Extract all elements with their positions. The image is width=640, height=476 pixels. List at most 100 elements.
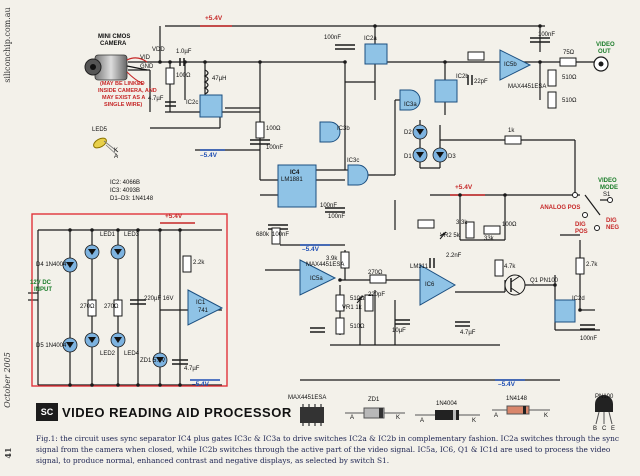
camera-label-1: MINI CMOS <box>98 34 131 40</box>
value-label: 100nF <box>580 336 598 342</box>
ic-designator: IC5b <box>504 62 517 68</box>
led5-label: LED5 <box>92 127 108 133</box>
ic-designator: IC3a <box>404 102 417 108</box>
pinout-label-zd1: ZD1 <box>368 397 380 403</box>
rail-label-minus-ic4: –5.4V <box>302 246 319 253</box>
ic-type-lm1881: LM1881 <box>281 177 303 183</box>
pinout-label-max4451: MAX4451ESA <box>288 395 327 401</box>
value-label: 270Ω <box>368 270 383 276</box>
resistors <box>87 51 585 335</box>
led-label: LED4 <box>124 351 140 357</box>
value-label: 100nF <box>324 35 342 41</box>
ic-designator: IC6 <box>425 282 435 288</box>
value-label: 3.9k <box>326 256 338 262</box>
led-label: LED3 <box>124 232 140 238</box>
camera-note-3: MAY EXIST AS A <box>102 95 146 101</box>
ic-designator: IC3b <box>337 126 350 132</box>
zd1-pin-a: A <box>350 415 355 421</box>
value-label: VR2 5k <box>440 233 460 239</box>
value-label: 100Ω <box>176 73 191 79</box>
diode-label: D3 <box>448 154 456 160</box>
value-label: 3.3k <box>456 220 468 226</box>
inductor <box>203 69 209 95</box>
value-label: 220µF 16V <box>144 296 174 302</box>
ic-designator: IC2a <box>364 36 377 42</box>
value-label: 510Ω <box>562 98 577 104</box>
value-label: 47µH <box>212 76 227 82</box>
capacitors <box>130 37 595 365</box>
transistor-label: Q1 PN100 <box>530 278 559 284</box>
camera-label-2: CAMERA <box>100 41 127 47</box>
opamps <box>187 49 532 326</box>
ic-note-1: IC2: 4066B <box>110 180 141 186</box>
value-label: 100Ω <box>502 222 517 228</box>
gates <box>319 89 421 186</box>
camera-illustration <box>84 54 148 85</box>
camera-note-1: (MAY BE LINKED <box>100 81 145 87</box>
vdd-label: VDD <box>152 47 165 53</box>
led-label: LED1 <box>100 232 116 238</box>
gnd-label: GND <box>140 64 154 70</box>
power-input-label-1: 12V DC <box>30 280 52 286</box>
junctions <box>68 24 582 387</box>
value-label: 33k <box>484 236 494 242</box>
value-label: 2.2nF <box>446 253 462 259</box>
analog-pos-label: ANALOG POS <box>540 205 581 211</box>
sc-logo: SC <box>36 403 58 421</box>
value-label: 270Ω <box>80 304 95 310</box>
figure-caption: Fig.1: the circuit uses sync separator I… <box>36 434 620 465</box>
vid-label: VID <box>140 55 151 61</box>
pots <box>356 231 447 304</box>
dig-pos-label-2: POS <box>575 229 588 235</box>
rail-label-minus-output: –5.4V <box>498 381 515 388</box>
pinout-label-1n4004: 1N4004 <box>436 401 458 407</box>
value-label: 2.2k <box>193 260 205 266</box>
ic-designator: IC2c <box>186 100 199 106</box>
pinout-label-pn100: PN100 <box>595 394 614 400</box>
diode-symbols <box>62 124 448 368</box>
diode-label: D1 <box>404 154 412 160</box>
value-label: 4.7µF <box>184 366 200 372</box>
rail-label-plus-psu: +5.4V <box>165 213 183 220</box>
pn100-pin-c: C <box>602 426 607 432</box>
led5-pin-a: A <box>114 154 119 160</box>
value-label: 10µF <box>392 328 406 334</box>
diode-label: D5 1N4004 <box>36 343 67 349</box>
pn100-pin-b: B <box>593 426 598 432</box>
ic-designator: IC3c <box>347 158 360 164</box>
video-out-connector <box>593 56 609 72</box>
value-label: 100nF <box>328 214 346 220</box>
ic-note-2: IC3: 4093B <box>110 188 141 194</box>
led5-pin-k: K <box>114 148 119 154</box>
power-input-label-2: INPUT <box>34 287 52 293</box>
ic-type-ic6: LM311 <box>410 264 428 270</box>
value-label: 100nF <box>538 32 556 38</box>
ic-designator: IC2d <box>572 296 585 302</box>
led-label: LED2 <box>100 351 116 357</box>
value-label: 2.7k <box>586 262 598 268</box>
ic-designator: IC4 <box>290 170 300 176</box>
1n4004-pin-a: A <box>420 418 425 424</box>
diode-label: D4 1N4004 <box>36 262 67 268</box>
camera-note-2: INSIDE CAMERA, AND <box>98 88 157 94</box>
power-supply-highlight <box>31 213 228 387</box>
dig-neg-label-2: NEG <box>606 225 620 231</box>
transistor-symbol <box>504 274 526 296</box>
pinout-illustrations <box>300 395 613 426</box>
pinout-label-1n4148: 1N4148 <box>506 396 528 402</box>
value-label: 1.0µF <box>176 49 192 55</box>
ic4-box <box>277 164 317 208</box>
value-label: 4.7µF <box>148 96 164 102</box>
rail-markers <box>160 25 525 381</box>
value-label: 100nF <box>320 203 338 209</box>
ic-designator: IC2b <box>456 74 469 80</box>
value-label: 510Ω <box>350 324 365 330</box>
rail-label-plus-top: +5.4V <box>205 15 223 22</box>
diode-label: D2 <box>404 130 412 136</box>
dig-neg-label-1: DIG <box>606 218 617 224</box>
zd1-pin-k: K <box>396 415 401 421</box>
value-label: 4.7µF <box>460 330 476 336</box>
led5-illustration <box>93 137 119 157</box>
video-mode-label-2: MODE <box>600 185 618 191</box>
